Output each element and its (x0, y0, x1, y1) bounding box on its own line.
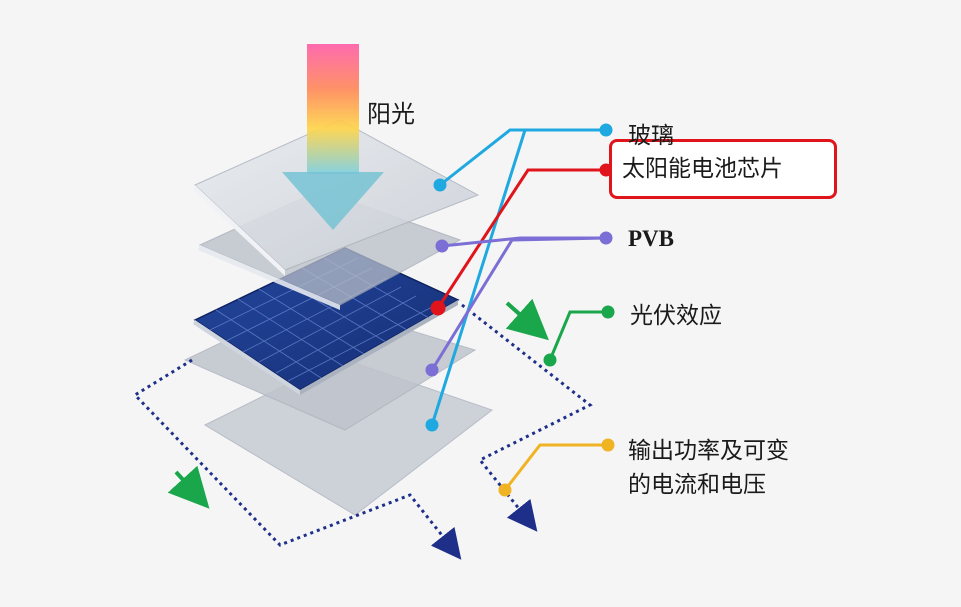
sunlight-label: 阳光 (367, 100, 415, 128)
photovoltaic-leader (543, 305, 615, 367)
photovoltaic-effect-label: 光伏效应 (630, 303, 722, 329)
pvb-label: PVB (628, 226, 674, 251)
output-label-line2: 的电流和电压 (628, 472, 766, 498)
sunlight-arrow (282, 44, 384, 230)
pvb-leaders (425, 231, 613, 377)
output-leader (498, 438, 615, 497)
green-arrow-right (505, 298, 549, 341)
cell-leader (430, 163, 613, 316)
solar-cell-highlight-box (609, 139, 837, 199)
glass-leaders (425, 123, 613, 432)
solar-cell-layer (193, 247, 460, 395)
output-label-line1: 输出功率及可变 (628, 438, 789, 464)
solar-cell-label: 太阳能电池芯片 (622, 156, 783, 182)
green-arrow-left (167, 465, 210, 509)
glass-label: 玻璃 (628, 123, 674, 149)
